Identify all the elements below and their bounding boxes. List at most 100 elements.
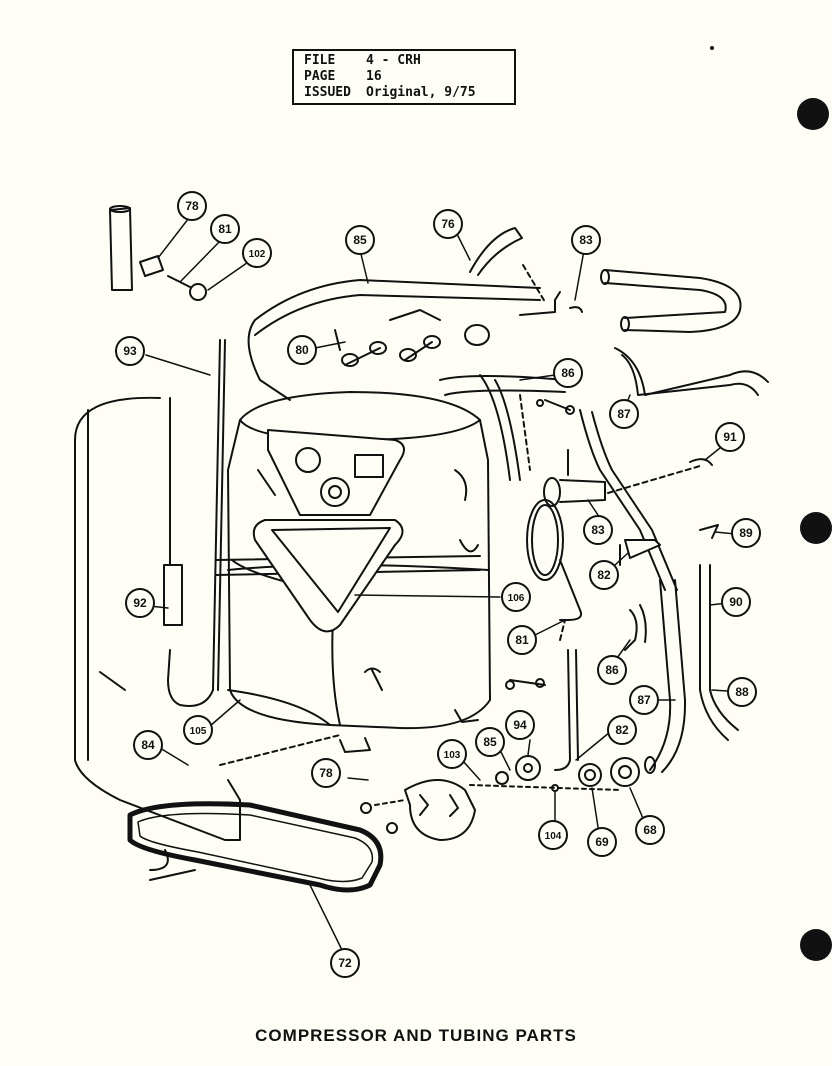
callout-label: 81 — [218, 222, 232, 236]
callout-106: 106 — [501, 582, 531, 612]
callout-circle — [583, 515, 613, 545]
callout-label: 85 — [483, 735, 497, 749]
callout-label: 102 — [249, 249, 266, 260]
issued-label: ISSUED — [304, 85, 351, 100]
callout-82: 82 — [589, 560, 619, 590]
tubes-right — [624, 564, 739, 774]
callout-circle — [607, 715, 637, 745]
page-label: PAGE — [304, 69, 336, 84]
callout-layer: 78 81 102 85 76 83 93 80 86 87 91 83 89 82 92 106 90 81 86… — [115, 191, 761, 978]
callout-87: 87 — [629, 685, 659, 715]
binder-hole-bottom — [800, 929, 832, 961]
callout-circle — [311, 758, 341, 788]
callout-85: 85 — [475, 727, 505, 757]
callout-circle — [635, 815, 665, 845]
tube-86 — [439, 374, 575, 481]
compressor-drawing — [215, 391, 491, 753]
callout-circle — [125, 588, 155, 618]
callout-label: 68 — [643, 823, 657, 837]
file-value: 4 - CRH — [366, 53, 421, 68]
callout-83: 83 — [571, 225, 601, 255]
callout-circle — [597, 655, 627, 685]
callout-label: 82 — [615, 723, 629, 737]
callout-78: 78 — [311, 758, 341, 788]
issued-value: Original, 9/75 — [366, 85, 476, 100]
callout-circle — [571, 225, 601, 255]
tube-87-top — [614, 347, 769, 396]
tube-92 — [505, 649, 579, 771]
gasket-72 — [127, 801, 384, 893]
callout-label: 86 — [605, 663, 619, 677]
callout-circle — [133, 730, 163, 760]
callout-circle — [715, 422, 745, 452]
callout-label: 106 — [508, 593, 525, 604]
tube-85 — [247, 269, 742, 401]
callout-label: 87 — [637, 693, 651, 707]
callout-72: 72 — [330, 948, 360, 978]
callout-label: 83 — [579, 233, 593, 247]
callout-circle — [475, 727, 505, 757]
callout-circle — [501, 582, 531, 612]
callout-label: 86 — [561, 366, 575, 380]
callout-69: 69 — [587, 827, 617, 857]
callout-label: 83 — [591, 523, 605, 537]
valve-assembly — [526, 409, 719, 641]
callout-86: 86 — [553, 358, 583, 388]
callout-label: 90 — [729, 595, 743, 609]
diagram-title: COMPRESSOR AND TUBING PARTS — [255, 1026, 577, 1045]
callout-circle — [330, 948, 360, 978]
callout-circle — [538, 820, 568, 850]
callout-label: 94 — [513, 718, 527, 732]
callout-circle — [727, 677, 757, 707]
callout-circle — [731, 518, 761, 548]
tube-84 — [74, 396, 241, 841]
callout-label: 85 — [353, 233, 367, 247]
binder-hole-middle — [800, 512, 832, 544]
callout-circle — [589, 560, 619, 590]
callout-circle — [437, 739, 467, 769]
callout-87: 87 — [609, 399, 639, 429]
callout-91: 91 — [715, 422, 745, 452]
callout-label: 104 — [545, 831, 562, 842]
callout-label: 81 — [515, 633, 529, 647]
callout-103: 103 — [437, 739, 467, 769]
tube-93 — [99, 339, 226, 707]
valve-bottom-parts — [219, 734, 640, 841]
callout-label: 93 — [123, 344, 137, 358]
callout-94: 94 — [505, 710, 535, 740]
callout-92: 92 — [125, 588, 155, 618]
callout-circle — [183, 715, 213, 745]
callout-circle — [433, 209, 463, 239]
callout-105: 105 — [183, 715, 213, 745]
fittings-cluster — [334, 227, 583, 367]
callout-76: 76 — [433, 209, 463, 239]
page-value: 16 — [366, 69, 382, 84]
callout-label: 89 — [739, 526, 753, 540]
binder-hole-top — [797, 98, 829, 130]
callout-label: 84 — [141, 738, 155, 752]
callout-81: 81 — [507, 625, 537, 655]
callout-label: 76 — [441, 217, 455, 231]
callout-circle — [587, 827, 617, 857]
callout-label: 78 — [319, 766, 333, 780]
callout-84: 84 — [133, 730, 163, 760]
callout-circle — [629, 685, 659, 715]
callout-label: 92 — [133, 596, 147, 610]
callout-68: 68 — [635, 815, 665, 845]
callout-label: 78 — [185, 199, 199, 213]
callout-104: 104 — [538, 820, 568, 850]
callout-93: 93 — [115, 336, 145, 366]
callout-circle — [721, 587, 751, 617]
callout-88: 88 — [727, 677, 757, 707]
callout-circle — [287, 335, 317, 365]
callout-circle — [115, 336, 145, 366]
callout-82: 82 — [607, 715, 637, 745]
callout-80: 80 — [287, 335, 317, 365]
callout-label: 87 — [617, 407, 631, 421]
callout-81: 81 — [210, 214, 240, 244]
callout-circle — [553, 358, 583, 388]
callout-circle — [505, 710, 535, 740]
callout-label: 105 — [190, 726, 207, 737]
